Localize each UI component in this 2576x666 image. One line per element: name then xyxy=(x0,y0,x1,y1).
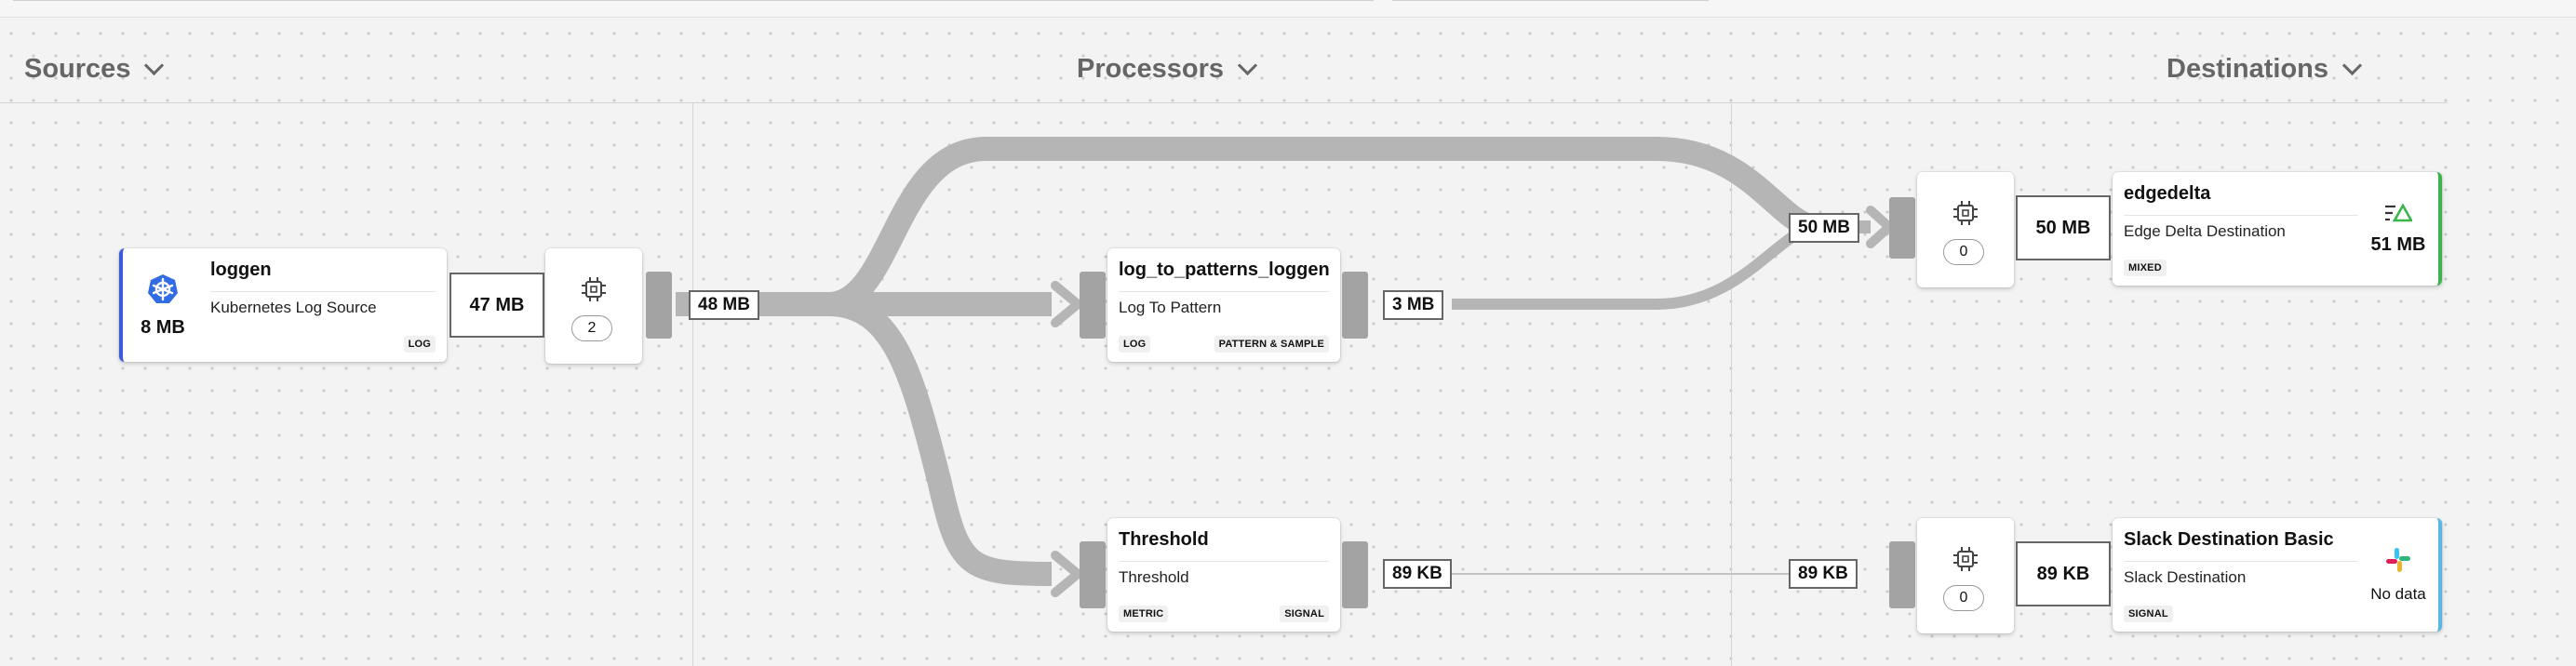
destination-icon-panel: No data xyxy=(2358,518,2438,632)
column-divider xyxy=(1731,102,1732,666)
output-port[interactable] xyxy=(646,272,672,339)
node-badge: PATTERN & SAMPLE xyxy=(1214,336,1329,353)
processor-node-log-to-patterns[interactable]: log_to_patterns_loggen Log To Pattern LO… xyxy=(1107,248,1340,362)
node-subtitle: Kubernetes Log Source xyxy=(210,299,377,316)
node-badge: LOG xyxy=(1119,336,1151,353)
node-title: edgedelta xyxy=(2124,183,2211,204)
output-port[interactable] xyxy=(1342,272,1368,339)
sources-column-header[interactable]: Sources xyxy=(24,54,165,85)
kubernetes-icon xyxy=(148,273,178,303)
node-title: loggen xyxy=(210,260,272,280)
column-divider xyxy=(692,102,693,666)
input-port[interactable] xyxy=(1080,272,1106,339)
top-toolbar xyxy=(0,0,2576,18)
edgedelta-logo-icon xyxy=(2385,202,2412,221)
edge-volume-label: 50 MB xyxy=(1789,213,1859,243)
node-divider xyxy=(210,291,436,292)
node-subtitle: Log To Pattern xyxy=(1119,299,1222,316)
node-divider xyxy=(2124,215,2358,216)
node-title: Slack Destination Basic xyxy=(2124,529,2334,550)
destination-node-edgedelta[interactable]: edgedelta Edge Delta Destination MIXED 5… xyxy=(2113,172,2442,286)
processor-node-threshold[interactable]: Threshold Threshold METRIC SIGNAL xyxy=(1107,518,1340,632)
destination-volume: No data xyxy=(2370,585,2426,603)
node-title: Threshold xyxy=(1119,529,1209,550)
node-badge: METRIC xyxy=(1119,606,1169,622)
input-port[interactable] xyxy=(1889,541,1915,608)
arrow-into-patterns xyxy=(1051,281,1082,327)
node-badge: SIGNAL xyxy=(1280,606,1329,622)
edge-to-edgedelta-top xyxy=(826,137,1818,316)
sources-header-label: Sources xyxy=(24,54,131,84)
processor-chip-icon xyxy=(1953,201,1978,225)
destination-input-volume: 50 MB xyxy=(2016,195,2111,260)
node-badge: SIGNAL xyxy=(2124,606,2173,622)
arrow-into-threshold xyxy=(1051,551,1082,597)
node-subtitle: Slack Destination xyxy=(2124,568,2247,586)
processors-header-label: Processors xyxy=(1077,54,1224,84)
node-subtitle: Edge Delta Destination xyxy=(2124,222,2286,240)
toolbar-divider xyxy=(13,0,1374,1)
source-processors-node[interactable]: 2 xyxy=(545,248,642,364)
processor-count: 0 xyxy=(1943,239,1984,265)
output-port[interactable] xyxy=(1342,541,1368,608)
destinations-column-header[interactable]: Destinations xyxy=(2167,54,2363,85)
node-divider xyxy=(2124,561,2358,562)
edge-volume-label: 89 KB xyxy=(1789,559,1858,589)
source-icon-panel: 8 MB xyxy=(123,248,203,362)
arrow-into-edgedelta xyxy=(1866,206,1894,248)
input-port[interactable] xyxy=(1080,541,1106,608)
destination-icon-panel: 51 MB xyxy=(2358,172,2438,286)
node-title: log_to_patterns_loggen xyxy=(1119,260,1330,280)
edge-volume-label: 89 KB xyxy=(1383,559,1452,589)
destination-volume: 51 MB xyxy=(2370,233,2426,255)
processor-count: 2 xyxy=(571,315,612,341)
source-volume: 8 MB xyxy=(141,316,185,338)
node-badge: LOG xyxy=(403,336,436,353)
destination-node-slack[interactable]: Slack Destination Basic Slack Destinatio… xyxy=(2113,518,2442,632)
destination-input-volume: 89 KB xyxy=(2016,541,2111,606)
slack-logo-icon xyxy=(2386,548,2410,572)
processor-chip-icon xyxy=(1953,547,1978,571)
header-divider xyxy=(0,102,2448,103)
edge-volume-label: 48 MB xyxy=(689,290,759,320)
edge-volume-label: 3 MB xyxy=(1383,290,1444,320)
processor-chip-icon xyxy=(582,277,606,301)
processor-count: 0 xyxy=(1943,585,1984,611)
edge-to-threshold xyxy=(827,292,1053,586)
input-port[interactable] xyxy=(1889,197,1915,259)
processors-column-header[interactable]: Processors xyxy=(1077,54,1258,85)
node-badge: MIXED xyxy=(2124,260,2167,276)
edge-patterns-to-edgedelta xyxy=(1452,221,1817,310)
node-divider xyxy=(1119,291,1329,292)
source-node-loggen[interactable]: 8 MB loggen Kubernetes Log Source LOG xyxy=(119,248,447,362)
source-output-volume: 47 MB xyxy=(449,273,544,338)
node-divider xyxy=(1119,561,1329,562)
destination-processors-node[interactable]: 0 xyxy=(1917,172,2014,287)
destination-processors-node[interactable]: 0 xyxy=(1917,518,2014,633)
toolbar-divider xyxy=(1392,0,1709,1)
node-subtitle: Threshold xyxy=(1119,568,1189,586)
destinations-header-label: Destinations xyxy=(2167,54,2329,84)
